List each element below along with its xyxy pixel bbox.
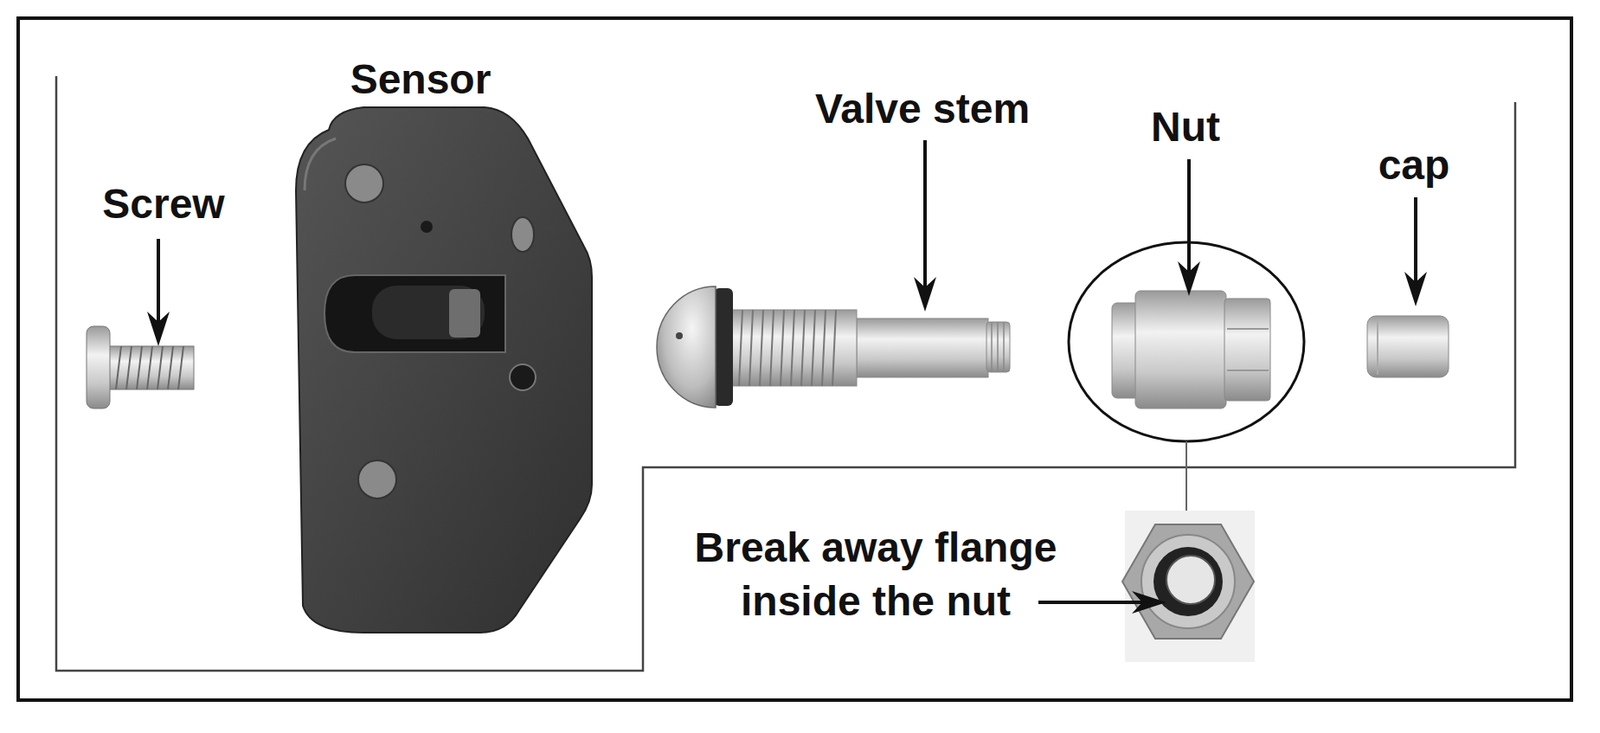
sensor-window bbox=[324, 275, 506, 353]
nut-hex-edge bbox=[1227, 369, 1269, 372]
valve-shaft bbox=[856, 318, 989, 378]
sensor-bolt bbox=[449, 289, 481, 338]
nut-end-view bbox=[1122, 510, 1255, 662]
arrowhead bbox=[1404, 271, 1427, 307]
valve-tip-threads bbox=[991, 321, 1004, 373]
cap-body bbox=[1367, 315, 1449, 378]
nut-callout-circle bbox=[1068, 242, 1305, 442]
break-away-flange bbox=[1153, 546, 1223, 617]
sensor-edge-highlight bbox=[304, 138, 336, 191]
valve-tip-thread bbox=[986, 321, 1010, 373]
sensor-hole bbox=[509, 364, 536, 391]
leader-line bbox=[156, 238, 161, 325]
sensor-bore bbox=[372, 285, 485, 340]
valve-dome-hole bbox=[675, 332, 683, 340]
panel-outline bbox=[56, 76, 1516, 671]
arrowhead bbox=[1177, 261, 1201, 296]
nut-body bbox=[1135, 290, 1227, 409]
leader-line bbox=[923, 140, 927, 290]
part-label: Valve stem bbox=[815, 82, 1030, 136]
leader-line bbox=[1038, 600, 1144, 605]
cap-drawing bbox=[1367, 315, 1449, 378]
valve-threads bbox=[738, 309, 836, 386]
sensor-rivet bbox=[511, 217, 534, 252]
valve-dome bbox=[656, 286, 716, 408]
nut-hex-edge bbox=[1227, 327, 1269, 330]
part-label: cap bbox=[1378, 138, 1451, 193]
screw-drawing bbox=[86, 326, 194, 409]
sensor-drawing bbox=[295, 107, 592, 633]
screw-shaft bbox=[108, 346, 194, 390]
nut-end-face bbox=[1141, 534, 1235, 629]
part-label: Sensor bbox=[350, 52, 492, 107]
leader-line bbox=[1187, 159, 1191, 275]
sensor-body bbox=[295, 107, 592, 633]
nut-drawing bbox=[1111, 290, 1271, 409]
valve-thread bbox=[731, 309, 857, 386]
screw-threads bbox=[115, 346, 184, 390]
sensor-rivet bbox=[345, 164, 384, 203]
sensor-hole bbox=[420, 220, 433, 233]
screw-head bbox=[86, 326, 110, 409]
leader-line bbox=[1413, 197, 1418, 285]
valve-washer bbox=[713, 288, 733, 406]
part-label: Nut bbox=[1150, 100, 1221, 155]
callout-note: Break away flange inside the nut bbox=[659, 520, 1093, 630]
arrowhead bbox=[913, 276, 937, 312]
valve-stem-drawing bbox=[656, 286, 1010, 408]
arrowhead bbox=[1131, 591, 1167, 614]
nut-detail-connector bbox=[1185, 441, 1188, 520]
outer-frame bbox=[18, 18, 1572, 701]
arrowhead bbox=[147, 311, 170, 347]
nut-bore bbox=[1166, 555, 1215, 605]
cap-ridge bbox=[1376, 318, 1379, 375]
nut-end-hex bbox=[1122, 524, 1254, 639]
nut-hex bbox=[1224, 298, 1271, 401]
sensor-rivet bbox=[358, 460, 397, 499]
part-label: Screw bbox=[102, 177, 225, 232]
